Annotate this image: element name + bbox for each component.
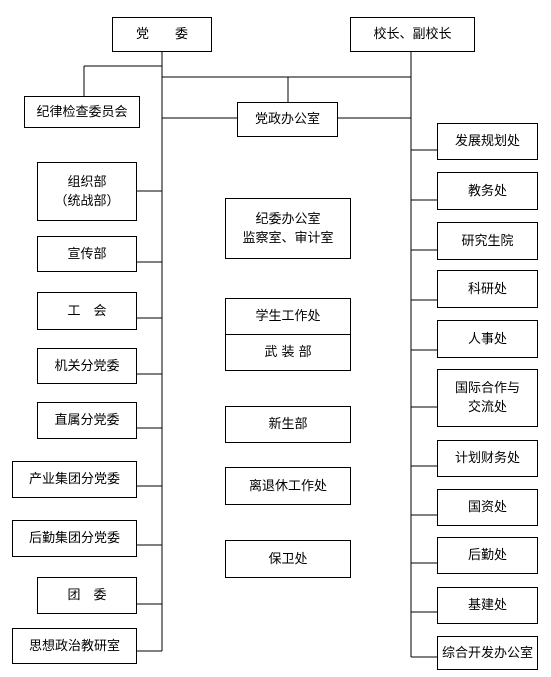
right-unit-label: 计划财务处 (454, 451, 520, 466)
discipline-committee-box: 纪律检查委员会 (24, 96, 140, 128)
right-unit-academic-affairs: 教务处 (437, 172, 538, 210)
middle-unit-security: 保卫处 (225, 540, 351, 578)
right-unit-label: 综合开发办公室 (441, 645, 533, 661)
left-unit-ideology-office: 思想政治教研室 (12, 628, 137, 664)
right-unit-label: 国际合作与 交流处 (454, 381, 520, 415)
right-unit-label: 科研处 (467, 281, 507, 297)
left-unit-label: 机关分党委 (54, 358, 120, 374)
left-unit-youth-league: 团 委 (37, 577, 137, 614)
middle-unit-admissions: 新生部 (225, 406, 351, 443)
middle-unit-student-armed: 学生工作处 武 装 部 (225, 298, 351, 371)
right-unit-finance: 计划财务处 (437, 440, 538, 477)
right-unit-label: 后勤处 (467, 548, 507, 563)
right-unit-development-office: 综合开发办公室 (437, 636, 538, 670)
right-unit-label: 教务处 (467, 183, 507, 199)
left-unit-label: 宣传部 (67, 246, 107, 262)
right-unit-international: 国际合作与 交流处 (437, 369, 538, 427)
left-unit-logistics-committee: 后勤集团分党委 (12, 520, 137, 557)
party-admin-office-box: 党政办公室 (237, 102, 338, 137)
right-unit-graduate-school: 研究生院 (437, 222, 538, 260)
right-unit-label: 基建处 (467, 598, 507, 613)
discipline-committee-label: 纪律检查委员会 (36, 104, 128, 120)
party-admin-office-label: 党政办公室 (254, 112, 320, 127)
left-unit-label: 后勤集团分党委 (28, 531, 120, 546)
right-unit-logistics: 后勤处 (437, 537, 538, 574)
left-unit-publicity: 宣传部 (37, 236, 137, 272)
left-unit-organs-committee: 机关分党委 (37, 348, 137, 384)
right-unit-label: 人事处 (467, 331, 507, 347)
right-unit-research: 科研处 (437, 270, 538, 308)
left-unit-union: 工 会 (37, 292, 137, 330)
left-unit-industry-committee: 产业集团分党委 (12, 461, 137, 498)
left-unit-label: 直属分党委 (54, 413, 120, 428)
right-unit-personnel: 人事处 (437, 320, 538, 358)
left-unit-label: 工 会 (67, 303, 107, 319)
left-unit-label: 产业集团分党委 (28, 472, 120, 487)
party-committee-box: 党 委 (112, 17, 212, 52)
middle-unit-label: 纪委办公室 监察室、审计室 (242, 211, 334, 246)
president-box: 校长、副校长 (350, 17, 475, 52)
middle-unit-armed-forces: 武 装 部 (226, 334, 350, 370)
party-committee-label: 党 委 (135, 27, 188, 42)
middle-unit-label: 学生工作处 (255, 309, 321, 324)
left-unit-label: 组织部 （统战部） (54, 174, 120, 209)
left-unit-organization: 组织部 （统战部） (37, 162, 137, 221)
middle-unit-label: 离退休工作处 (248, 478, 327, 494)
middle-unit-student-affairs: 学生工作处 (226, 299, 350, 334)
right-unit-label: 研究生院 (461, 233, 514, 249)
middle-unit-label: 保卫处 (268, 551, 308, 567)
president-label: 校长、副校长 (373, 27, 452, 42)
right-unit-label: 国资处 (467, 500, 507, 515)
right-unit-infrastructure: 基建处 (437, 587, 538, 624)
right-unit-development-planning: 发展规划处 (437, 123, 538, 160)
middle-unit-discipline-office: 纪委办公室 监察室、审计室 (225, 198, 351, 259)
left-unit-affiliated-committee: 直属分党委 (37, 402, 137, 439)
right-unit-state-assets: 国资处 (437, 489, 538, 526)
middle-unit-retirement: 离退休工作处 (225, 467, 351, 505)
left-unit-label: 团 委 (67, 588, 107, 603)
left-unit-label: 思想政治教研室 (28, 638, 120, 654)
middle-unit-label: 新生部 (268, 417, 308, 432)
right-unit-label: 发展规划处 (454, 134, 520, 149)
middle-unit-label: 武 装 部 (264, 345, 312, 360)
